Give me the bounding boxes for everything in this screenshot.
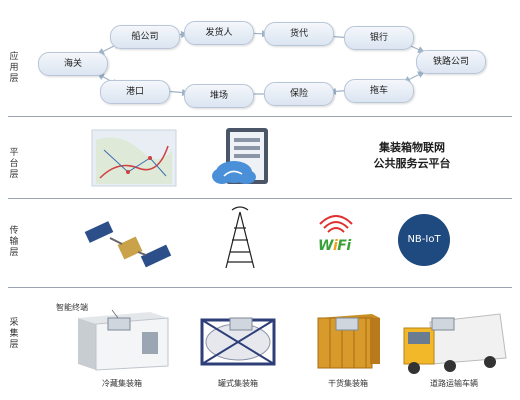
divider-transmission bbox=[8, 287, 512, 288]
node-yard: 堆场 bbox=[184, 84, 254, 108]
caption-road-vehicle: 道路运输车辆 bbox=[430, 379, 478, 388]
node-port: 港口 bbox=[100, 80, 170, 104]
layer-label-transmission: 传输层 bbox=[9, 226, 19, 258]
nb-iot-badge: NB-IoT bbox=[398, 214, 450, 266]
tank-container-image bbox=[200, 317, 276, 366]
wifi-i: i bbox=[332, 238, 338, 254]
wifi-logo: WiFi bbox=[318, 238, 351, 254]
wifi-fi: Fi bbox=[337, 238, 351, 254]
node-trailer: 拖车 bbox=[344, 79, 414, 103]
node-shipper: 发货人 bbox=[184, 21, 254, 45]
layer-label-platform: 平台层 bbox=[9, 148, 19, 180]
wifi-w: W bbox=[318, 238, 333, 254]
layer-label-application: 应用层 bbox=[9, 52, 19, 84]
platform-title-line1: 集装箱物联网 bbox=[379, 141, 445, 154]
reefer-container-image bbox=[78, 312, 169, 371]
caption-dry-container: 干货集装箱 bbox=[328, 379, 368, 388]
divider-application bbox=[8, 116, 512, 117]
wifi-signal-icon bbox=[319, 215, 353, 233]
dry-container-image bbox=[317, 314, 380, 369]
server-cloud-icon bbox=[212, 128, 268, 184]
antenna-tower-icon bbox=[225, 206, 255, 269]
caption-reefer-container: 冷藏集装箱 bbox=[102, 379, 142, 388]
caption-tank-container: 罐式集装箱 bbox=[218, 379, 258, 388]
node-freight-forwarder: 货代 bbox=[264, 22, 334, 46]
divider-platform bbox=[8, 198, 512, 199]
node-customs: 海关 bbox=[38, 52, 108, 76]
smart-terminal-label: 智能终端 bbox=[56, 303, 88, 312]
layer-label-collection: 采集层 bbox=[9, 318, 19, 350]
platform-title-line2: 公共服务云平台 bbox=[373, 157, 451, 170]
node-railway-company: 铁路公司 bbox=[416, 50, 486, 74]
road-truck-image bbox=[403, 313, 507, 374]
node-shipping-company: 船公司 bbox=[110, 25, 180, 49]
node-bank: 银行 bbox=[344, 26, 414, 50]
smart-terminal-pointer bbox=[111, 309, 119, 319]
map-image bbox=[91, 129, 177, 187]
satellite-icon bbox=[84, 221, 172, 268]
node-insurance: 保险 bbox=[264, 82, 334, 106]
